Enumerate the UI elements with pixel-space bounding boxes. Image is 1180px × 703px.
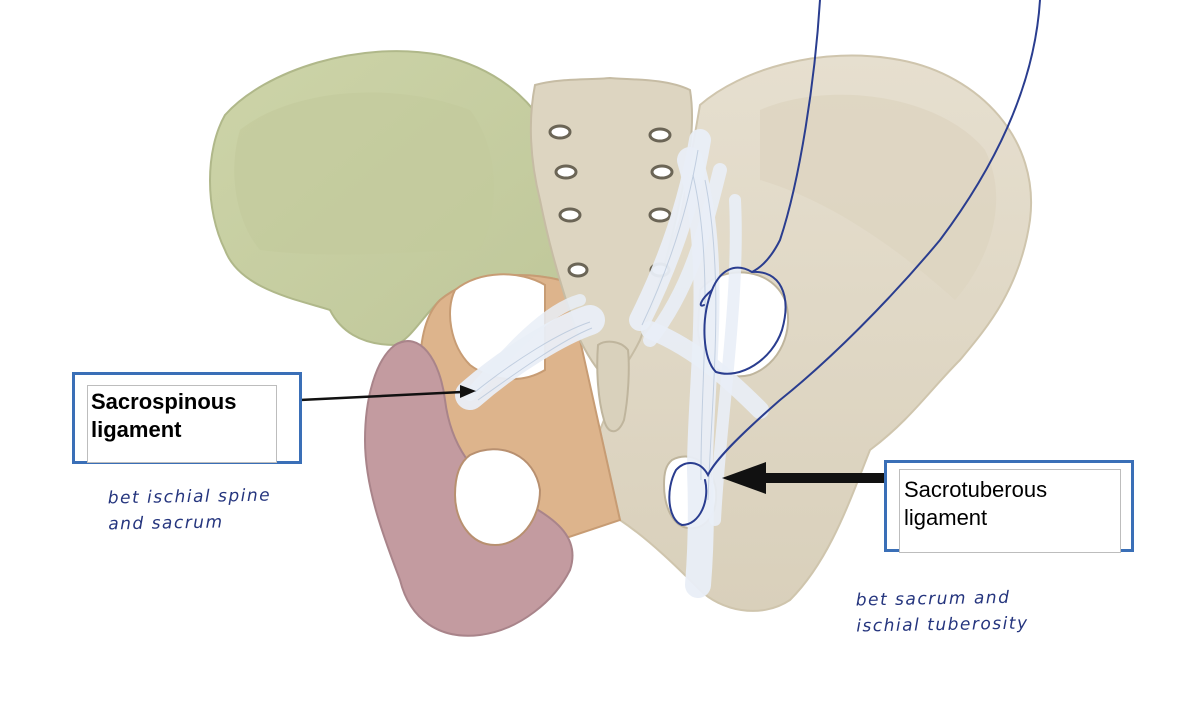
- handwritten-note-sacrotuberous: bet sacrum and ischial tuberosity: [856, 584, 1029, 640]
- handwritten-note-sacrospinous: bet ischial spine and sacrum: [108, 483, 272, 539]
- coccyx: [596, 340, 630, 433]
- sacrospinous-label-box: Sacrospinous ligament: [72, 372, 302, 464]
- pointer-arrows: [299, 385, 884, 494]
- sacrospinous-label-line2: ligament: [91, 417, 182, 443]
- sacrospinous-label-line1: Sacrospinous: [91, 389, 237, 414]
- annotation-strokes: [668, 0, 1041, 527]
- sacrotuberous-label-line1: Sacrotuberous: [904, 477, 1048, 502]
- sacrotuberous-label-line2: ligament: [904, 505, 988, 531]
- left-iliac-fossa: [234, 92, 494, 255]
- right-iliac-fossa: [760, 94, 997, 300]
- note-right-line2: ischial tuberosity: [856, 613, 1029, 637]
- ligaments: [455, 129, 769, 598]
- note-left-line1: bet ischial spine: [107, 485, 272, 509]
- note-left-line2: and sacrum: [108, 512, 224, 535]
- sacrotuberous-label: Sacrotuberous ligament: [899, 469, 1121, 553]
- left-obturator-foramen: [453, 448, 542, 547]
- sacrotuberous-label-box: Sacrotuberous ligament: [884, 460, 1134, 553]
- sacral-foramina: [548, 124, 674, 278]
- sacrospinous-label: Sacrospinous ligament: [87, 385, 277, 463]
- note-right-line1: bet sacrum and: [855, 587, 1011, 611]
- ligament-fibers: [474, 149, 717, 501]
